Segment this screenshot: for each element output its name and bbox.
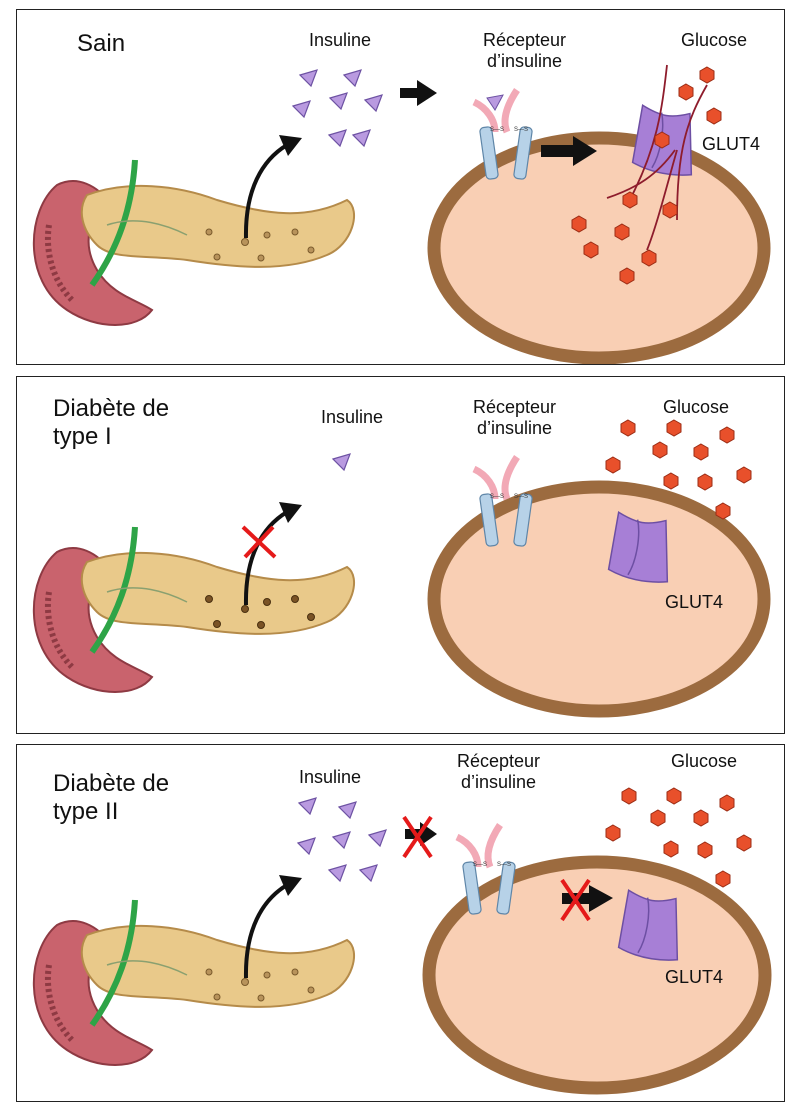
insulin-molecules — [291, 69, 383, 148]
panel-type-1: S—S S—S Diabète de type I Insuline Récep… — [16, 376, 785, 734]
islet-dots — [205, 228, 315, 262]
cell — [422, 855, 772, 1095]
insulin-receptor: S—S S—S — [472, 88, 533, 180]
pancreas-illustration — [32, 899, 356, 1066]
blocked-cross — [241, 525, 277, 559]
signal-arrow — [541, 136, 597, 166]
insulin-molecule — [331, 453, 351, 472]
pancreas-body — [80, 924, 356, 1008]
panel-title: Diabète de type II — [53, 770, 170, 825]
duodenum-fold — [44, 224, 75, 303]
glut4-label: GLUT4 — [665, 592, 724, 612]
flow-arrow — [400, 80, 437, 106]
receptor-label: Récepteur d’insuline — [457, 751, 541, 792]
bile-duct — [89, 526, 138, 654]
insulin-receptor: S—S S—S — [472, 455, 533, 547]
bile-duct — [89, 899, 138, 1027]
secretion-arrow — [243, 143, 289, 239]
glucose-label: Glucose — [663, 397, 730, 417]
pancreas-body — [80, 184, 356, 268]
pancreas-illustration — [32, 526, 356, 693]
insulin-receptor: S—S S—S — [455, 823, 516, 915]
receptor-label: Récepteur d’insuline — [473, 397, 557, 438]
cell — [427, 131, 771, 364]
svg-text:S—S: S—S — [473, 862, 487, 868]
panel-healthy: S—S S—S Sain Insuline R — [16, 9, 785, 365]
blocked-signal-arrow — [560, 878, 613, 922]
glucose-molecules — [605, 419, 752, 520]
panel-title: Sain — [77, 30, 126, 57]
bile-duct — [89, 159, 138, 287]
glut4-transporter — [607, 511, 669, 583]
glucose-molecules — [605, 787, 752, 888]
svg-text:S—S: S—S — [514, 494, 528, 500]
islet-dots — [205, 968, 315, 1002]
svg-text:S—S: S—S — [497, 862, 511, 868]
secretion-arrow — [243, 883, 289, 979]
panel-type-1-illustration: S—S S—S — [32, 419, 771, 718]
svg-text:S—S: S—S — [490, 127, 504, 133]
pancreas-body — [80, 551, 356, 635]
svg-text:S—S: S—S — [490, 494, 504, 500]
insulin-label: Insuline — [309, 30, 372, 50]
glucose-molecules — [571, 66, 722, 285]
insulin-label: Insuline — [299, 767, 362, 787]
panel-title: Diabète de type I — [53, 395, 170, 450]
receptor-label: Récepteur d’insuline — [483, 30, 567, 71]
glut4-label: GLUT4 — [665, 967, 724, 987]
glucose-paths — [606, 64, 708, 251]
panel-type-2: S—S S—S Diabète de type II Insuline Réce… — [16, 744, 785, 1102]
islet-dots — [205, 595, 315, 629]
glucose-label: Glucose — [671, 751, 738, 771]
panel-type-2-illustration: S—S S—S — [32, 787, 772, 1095]
glut4-transporter — [617, 889, 679, 961]
insulin-molecules — [296, 797, 387, 883]
blocked-flow-arrow — [402, 815, 437, 859]
pancreas-illustration — [32, 159, 356, 326]
glut4-label: GLUT4 — [702, 134, 761, 154]
panel-healthy-illustration: S—S S—S — [32, 64, 771, 364]
insulin-label: Insuline — [321, 407, 384, 427]
glucose-label: Glucose — [681, 30, 748, 50]
svg-text:S—S: S—S — [514, 127, 528, 133]
